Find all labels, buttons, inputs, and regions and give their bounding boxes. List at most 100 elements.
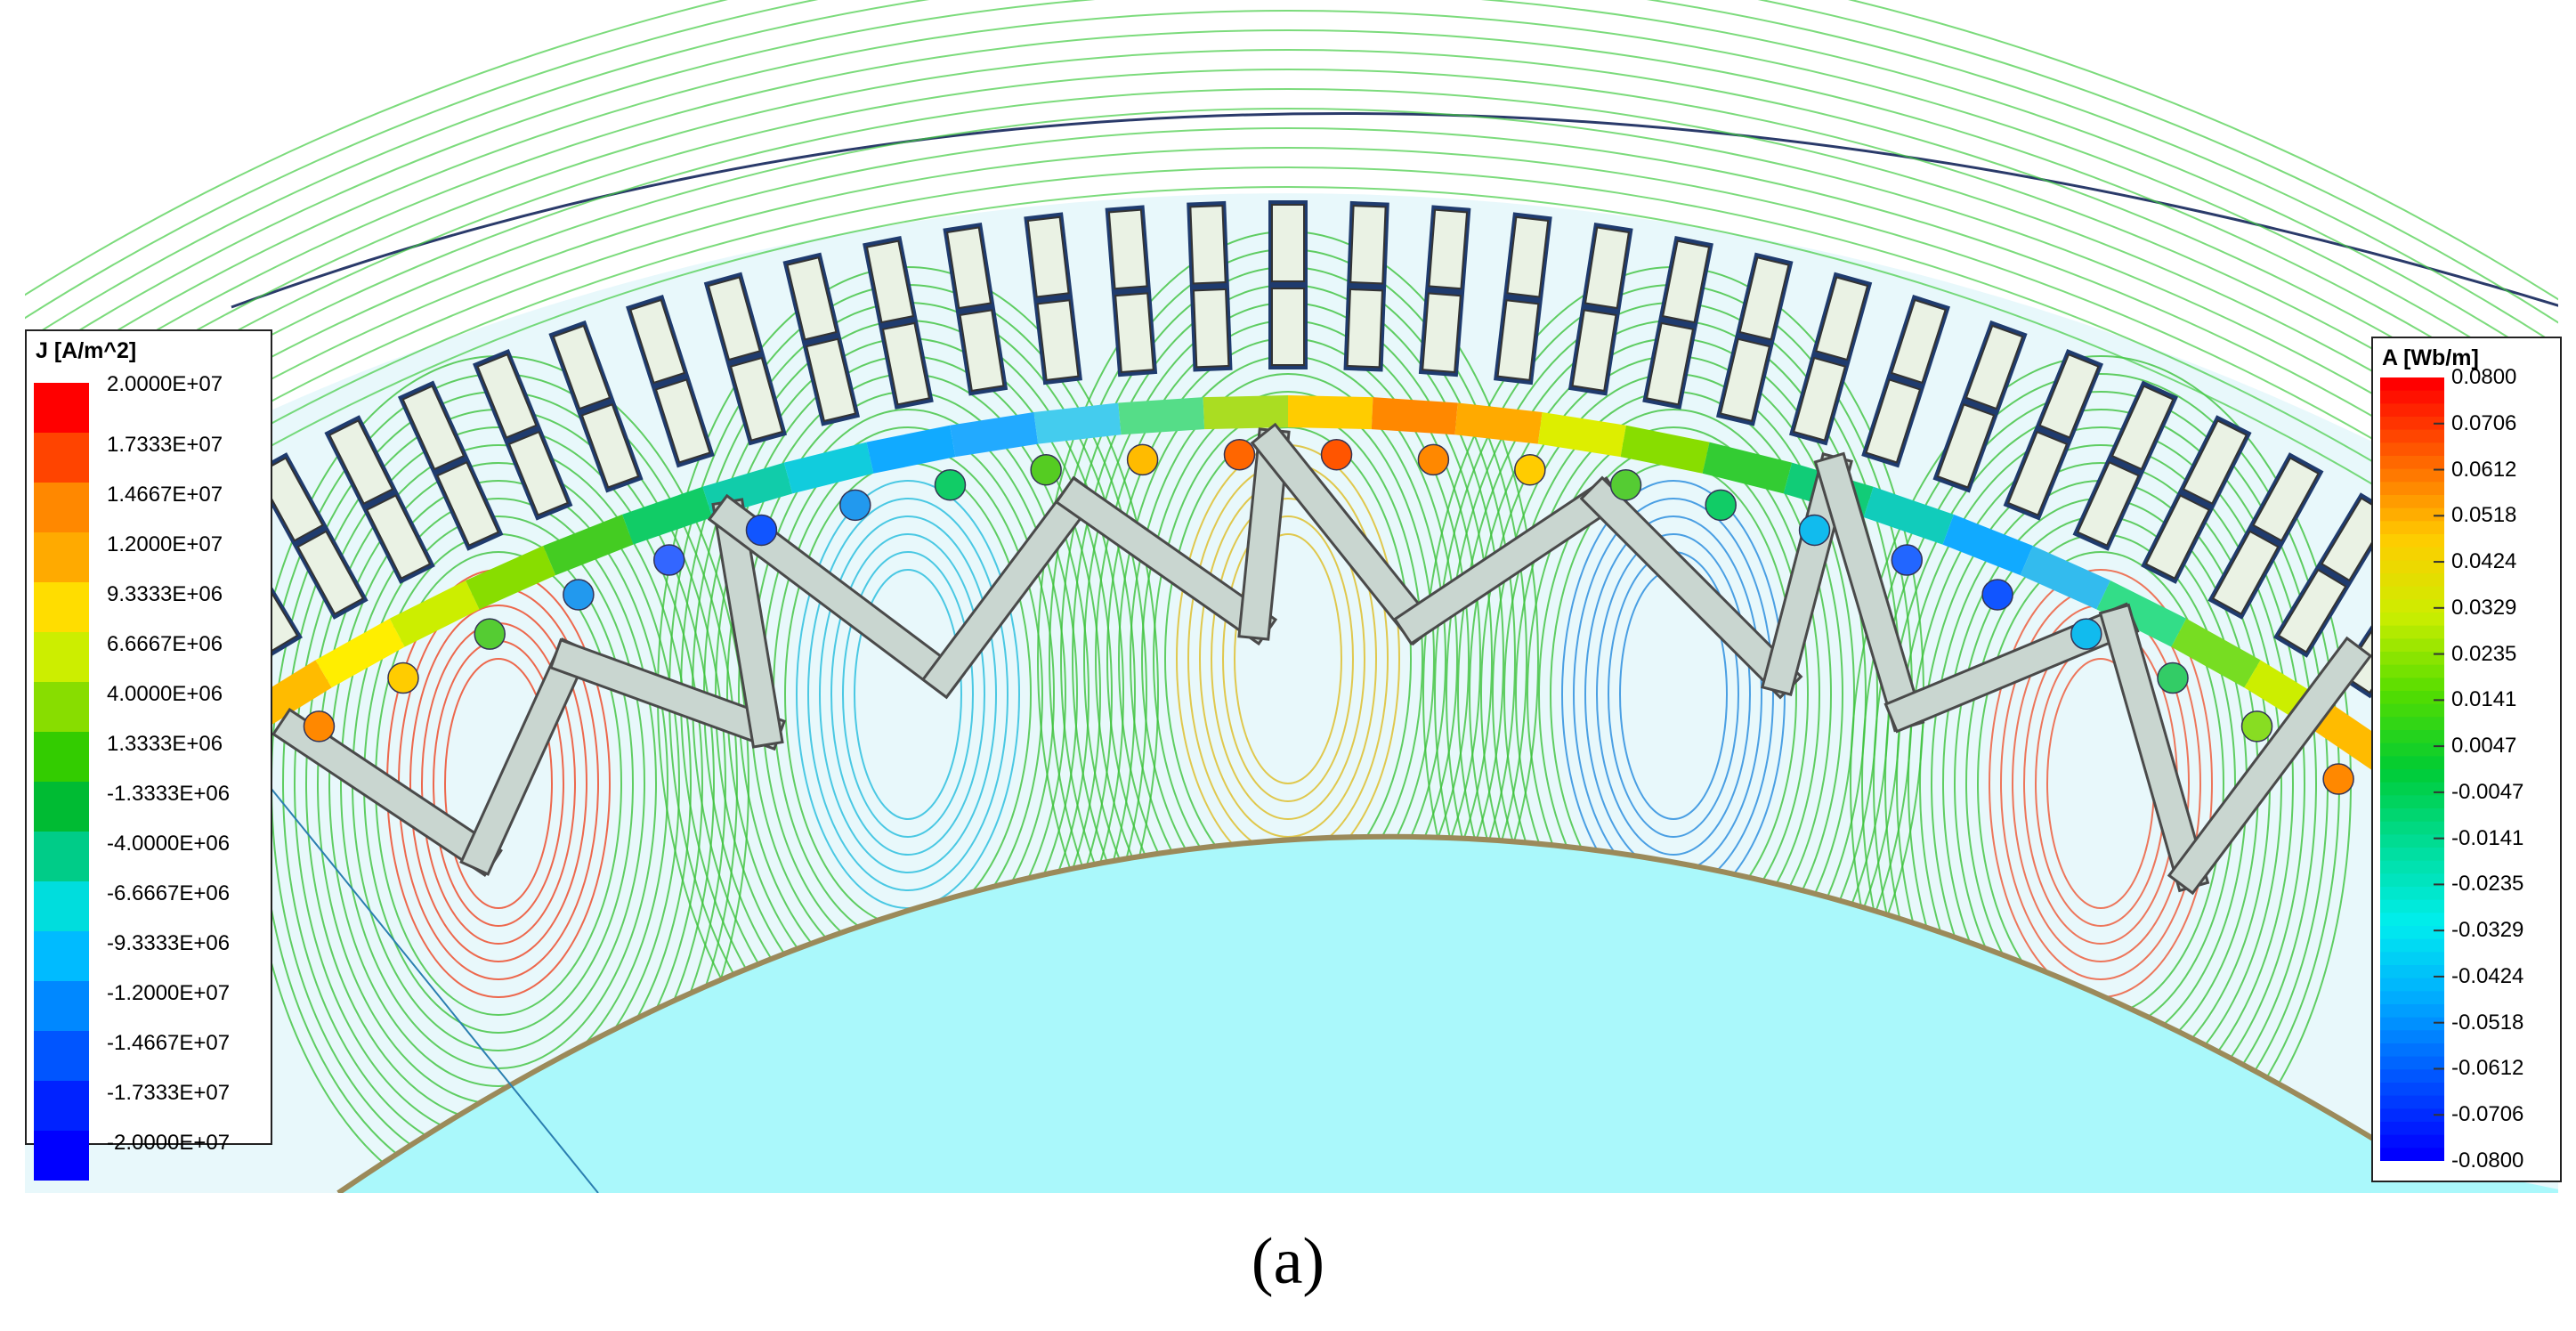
slot (397, 380, 504, 551)
legend-label: -0.0612 (2451, 1056, 2524, 1081)
colorbar-segment (2380, 1108, 2444, 1123)
flux-line (819, 515, 997, 873)
slot (1715, 252, 1794, 426)
colorbar-segment (2380, 613, 2444, 627)
flux-line (25, 49, 2558, 442)
legend-title: A [Wb/m] (2382, 345, 2479, 370)
flux-line (842, 551, 974, 838)
legend-label: -1.3333E+06 (107, 782, 231, 806)
rotor-conductor (1223, 438, 1256, 471)
flux-line (42, 108, 2534, 495)
band-segment (950, 411, 1039, 458)
colorbar-segment (2380, 834, 2444, 848)
band-segment (315, 618, 405, 688)
colorbar-segment (2380, 808, 2444, 823)
band-segment (2096, 580, 2187, 647)
legend-entry: -2.0000E+07 (34, 1131, 230, 1181)
flux-line (409, 605, 587, 962)
flux-line (807, 498, 1009, 891)
flux-line (75, 166, 2501, 544)
color-swatch (34, 1131, 89, 1181)
colorbar-segment (2380, 678, 2444, 692)
rotor-conductor (1514, 454, 1546, 486)
band-segment (1288, 395, 1373, 430)
colorbar-segment (2380, 1030, 2444, 1044)
slot (1187, 200, 1233, 372)
band-segment (1537, 411, 1626, 458)
flux-line (830, 533, 985, 856)
colorbar-segment (2380, 1095, 2444, 1110)
flux-line (25, 0, 2558, 347)
colorbar-segment (2380, 586, 2444, 601)
rotor-conductor (303, 710, 336, 743)
band-segment (2020, 545, 2110, 610)
legend-label: -0.0424 (2451, 963, 2524, 988)
legend-entry: -9.3333E+06 (34, 931, 230, 981)
flux-line (444, 658, 553, 909)
slot (1024, 212, 1082, 386)
color-swatch (34, 832, 89, 881)
barrier-fill (463, 641, 587, 872)
legend-label: 0.0424 (2451, 549, 2517, 574)
rotor-boundary (336, 833, 2405, 1193)
colorbar-segment (2380, 547, 2444, 562)
color-swatch (34, 881, 89, 931)
legend-entry: -1.4667E+07 (34, 1031, 230, 1081)
flux-line (25, 0, 2558, 370)
legend-label: 9.3333E+06 (107, 582, 223, 606)
colorbar-segment (2380, 638, 2444, 653)
colorbar (2380, 377, 2444, 1161)
band-segment (1033, 402, 1122, 444)
legend-label: 0.0706 (2451, 410, 2517, 435)
colorbar-segment (2380, 599, 2444, 613)
colorbar-segment (2380, 560, 2444, 574)
flux-line (1596, 533, 1751, 856)
band-segment (1203, 395, 1288, 430)
colorbar-segment (2380, 899, 2444, 914)
legend-label: 1.2000E+07 (107, 532, 223, 556)
rotor-conductor (2322, 763, 2354, 795)
colorbar-segment (2380, 573, 2444, 588)
color-swatch (34, 981, 89, 1031)
band-segment (622, 486, 713, 545)
flux-line (328, 480, 668, 1087)
barrier-fill (1817, 455, 1922, 729)
barrier-fill (275, 711, 499, 873)
colorbar-segment (2380, 965, 2444, 979)
rotor-conductor (563, 579, 595, 611)
barrier-fill (714, 500, 782, 746)
rotor-region (338, 836, 2558, 1193)
barrier-fill (1583, 479, 1800, 696)
colorbar-segment (2380, 743, 2444, 758)
legend-entry: -6.6667E+06 (34, 881, 230, 931)
rotor-conductor (1981, 579, 2013, 611)
rotor-conductors (222, 438, 2354, 795)
barrier-fill (2102, 606, 2207, 889)
slot (1268, 200, 1308, 369)
colorbar-segment (2380, 795, 2444, 809)
legend-label: 4.0000E+06 (107, 682, 223, 706)
colorbar-segment (2380, 442, 2444, 457)
rotor-conductor (1705, 489, 1737, 522)
colorbar-segment (2380, 377, 2444, 392)
rotor-conductor (1798, 514, 1831, 547)
rotor-conductor (1030, 454, 1062, 486)
legend-label: -0.0235 (2451, 872, 2524, 897)
slot (548, 320, 644, 493)
legend-label: 1.4667E+07 (107, 483, 223, 507)
rotor-conductor (652, 544, 685, 576)
color-swatch (34, 383, 89, 433)
colorbar-segment (2380, 691, 2444, 705)
barrier-fill (552, 641, 783, 748)
slot (1932, 320, 2028, 493)
band-segment (2171, 618, 2261, 688)
barrier-fill (2171, 640, 2369, 891)
legend-label: -1.7333E+07 (107, 1081, 231, 1105)
flux-line (1222, 515, 1354, 802)
band-segment (1620, 425, 1710, 474)
colorbar-segment (2380, 456, 2444, 470)
band-segment (1371, 397, 1458, 435)
stator-outer-boundary (231, 112, 2558, 309)
slot (703, 272, 787, 446)
